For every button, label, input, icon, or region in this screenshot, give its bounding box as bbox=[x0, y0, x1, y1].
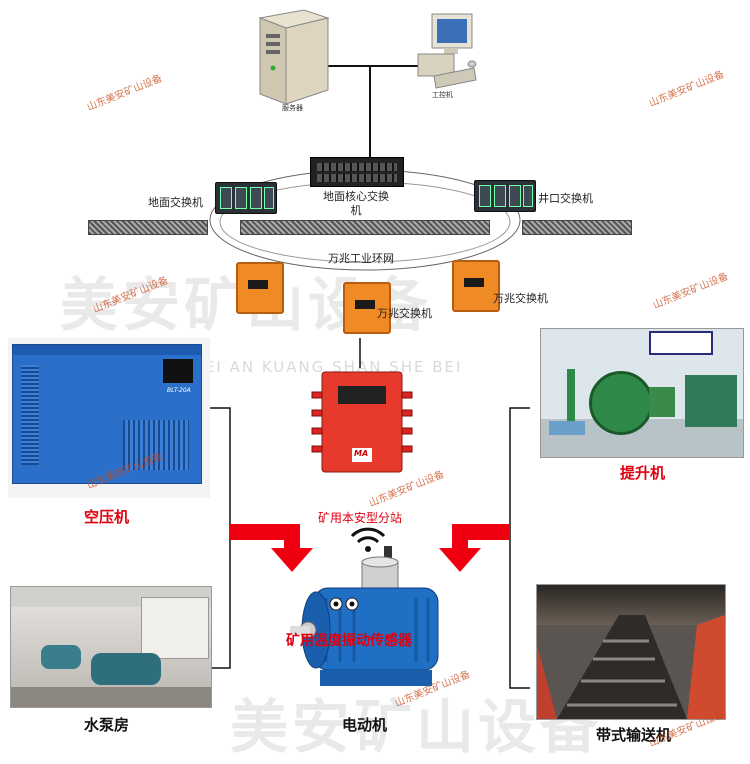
workstation-label: 工控机 bbox=[432, 91, 453, 99]
left-bracket bbox=[210, 407, 231, 669]
substation-icon bbox=[311, 371, 413, 473]
ring-network-label: 万兆工业环网 bbox=[328, 252, 394, 265]
server-label: 服务器 bbox=[282, 104, 303, 112]
air-compressor-image: BLT-20A bbox=[12, 344, 202, 484]
gigabit-switch-center-icon bbox=[343, 282, 391, 334]
belt-conveyor-graphic bbox=[537, 615, 725, 719]
gigabit-switch-left-icon bbox=[236, 262, 284, 314]
air-compressor-panel: BLT-20A bbox=[8, 338, 210, 498]
core-switch-icon bbox=[310, 157, 404, 187]
pump-house-label: 水泵房 bbox=[84, 716, 130, 734]
ground-rail-right bbox=[522, 220, 632, 235]
wifi-icon bbox=[350, 527, 386, 552]
air-compressor-label: 空压机 bbox=[84, 508, 130, 526]
hoist-image bbox=[540, 328, 744, 458]
core-switch-label: 地面核心交换机 bbox=[323, 190, 389, 217]
right-arrow bbox=[439, 524, 510, 572]
sensor-label: 矿用温度振动传感器 bbox=[286, 633, 412, 649]
gigabit-switch-right-label: 万兆交换机 bbox=[493, 292, 548, 305]
hoist-label: 提升机 bbox=[620, 464, 666, 482]
gigabit-switch-right-icon bbox=[452, 260, 500, 312]
workstation-icon bbox=[417, 13, 477, 89]
belt-conveyor-image bbox=[536, 584, 726, 720]
ground-switch-label: 地面交换机 bbox=[148, 196, 203, 209]
shaft-switch-icon bbox=[474, 180, 536, 212]
belt-conveyor-label: 带式输送机 bbox=[596, 726, 672, 744]
ground-rail-center bbox=[240, 220, 490, 235]
substation-badge: MA bbox=[354, 449, 369, 458]
gigabit-switch-center-label: 万兆交换机 bbox=[377, 307, 432, 320]
air-compressor-model: BLT-20A bbox=[167, 387, 191, 394]
motor-icon bbox=[290, 546, 439, 686]
right-bracket bbox=[509, 407, 530, 689]
shaft-switch-label: 井口交换机 bbox=[538, 192, 593, 205]
motor-label: 电动机 bbox=[342, 716, 388, 734]
server-icon bbox=[258, 9, 330, 105]
substation-label: 矿用本安型分站 bbox=[318, 511, 403, 525]
ground-switch-icon bbox=[215, 182, 277, 214]
left-arrow bbox=[230, 524, 313, 572]
pump-house-image bbox=[10, 586, 212, 708]
ground-rail-left bbox=[88, 220, 208, 235]
